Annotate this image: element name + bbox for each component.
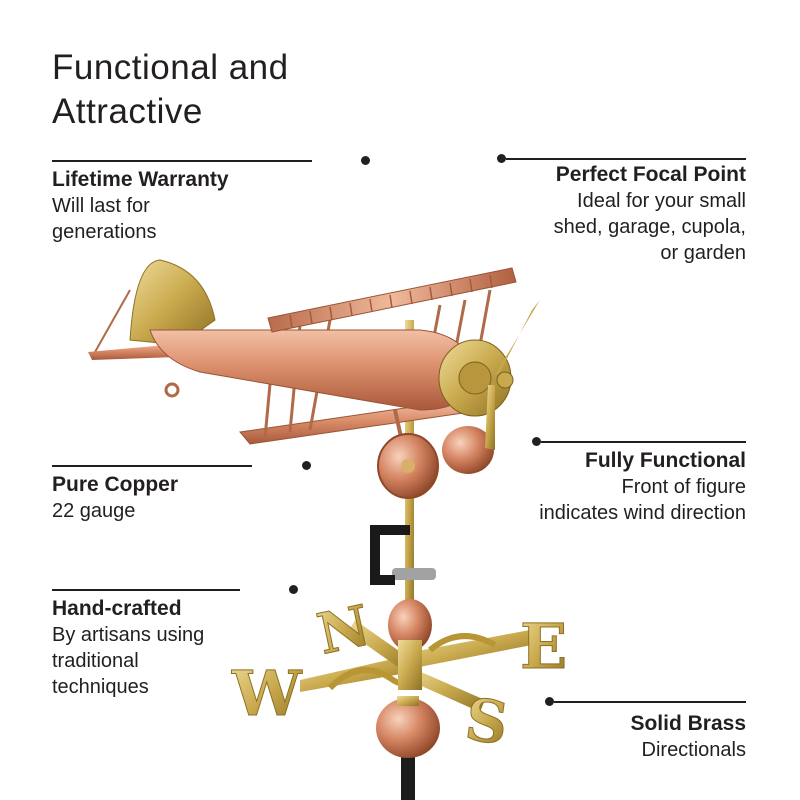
callout-desc-line: Ideal for your small (577, 190, 746, 212)
callout-lifetime-warranty: Lifetime Warranty Will last for generati… (52, 156, 370, 245)
callout-desc-line: traditional (52, 650, 139, 672)
callout-title: Lifetime Warranty (52, 168, 229, 191)
callout-perfect-focal-point: Perfect Focal Point Ideal for your small… (497, 154, 746, 266)
callout-title: Pure Copper (52, 473, 179, 496)
callout-desc-line: Directionals (641, 739, 746, 761)
tail-fin (129, 259, 216, 346)
fuselage (149, 329, 476, 411)
letter-s: S (461, 685, 512, 758)
callout-desc-line: By artisans using (52, 624, 205, 646)
upper-wing (267, 267, 517, 333)
letter-e: E (520, 610, 567, 683)
callout-solid-brass: Solid Brass Directionals (545, 697, 746, 763)
callout-desc-line: Front of figure (621, 476, 746, 498)
callout-fully-functional: Fully Functional Front of figure indicat… (532, 437, 746, 526)
headline: Functional and Attractive (52, 46, 289, 134)
black-bracket (370, 525, 410, 585)
callout-title: Perfect Focal Point (555, 163, 746, 186)
callout-desc-line: 22 gauge (52, 500, 136, 522)
callout-title: Solid Brass (630, 712, 746, 735)
letter-w: W (231, 657, 303, 730)
headline-line-2: Attractive (52, 92, 203, 131)
biplane (88, 259, 540, 499)
callout-desc-line: generations (52, 221, 157, 243)
callout-hand-crafted: Hand-crafted By artisans using tradition… (52, 585, 298, 700)
letter-n: N (312, 593, 376, 668)
callout-desc-line: shed, garage, cupola, (553, 216, 746, 238)
callout-desc-line: or garden (660, 242, 746, 264)
callout-title: Hand-crafted (52, 597, 182, 620)
headline-line-1: Functional and (52, 48, 289, 87)
directional-arms (300, 620, 532, 712)
callout-title: Fully Functional (585, 449, 746, 472)
lower-copper-ball (376, 698, 440, 758)
callout-desc-line: techniques (52, 676, 149, 698)
upper-copper-ball (388, 599, 432, 651)
propeller (495, 300, 540, 375)
callout-pure-copper: Pure Copper 22 gauge (52, 461, 311, 524)
callout-desc-line: indicates wind direction (539, 502, 746, 524)
callout-desc-line: Will last for (52, 195, 150, 217)
